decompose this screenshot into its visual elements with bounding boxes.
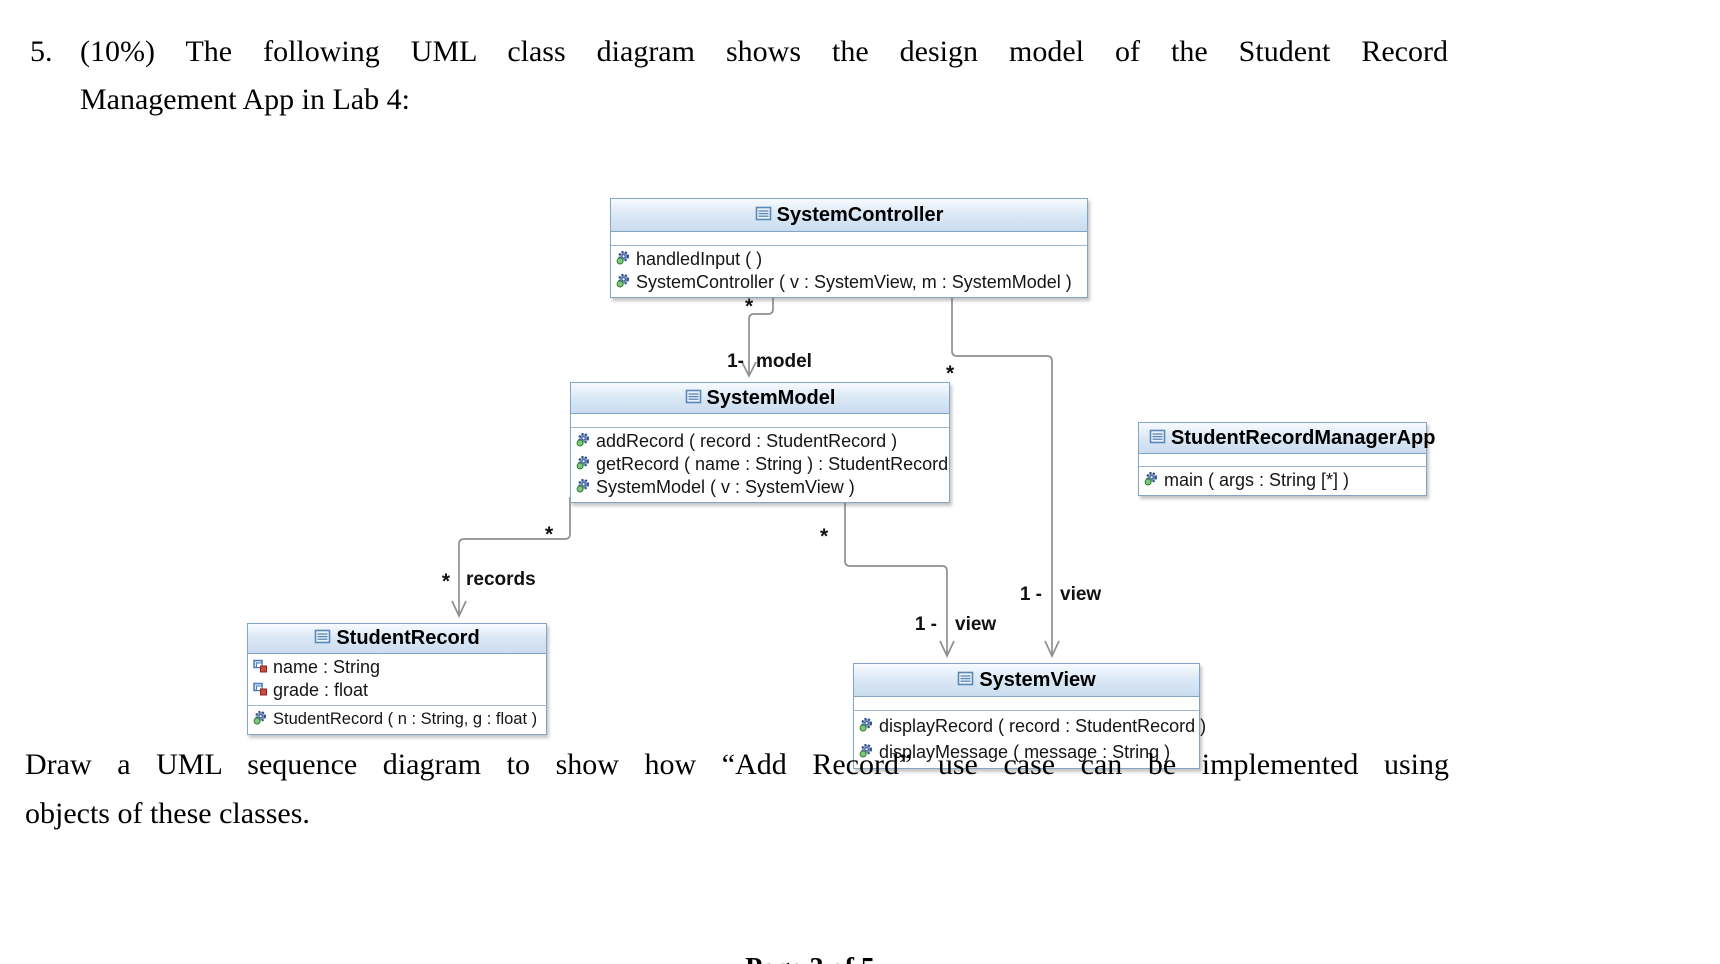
operation-label: displayMessage ( message : String ) [879,741,1171,762]
arrowhead-record [451,600,467,619]
class-icon [685,387,702,410]
attributes-compartment-empty [1139,454,1426,467]
arrowhead-view-right [1044,640,1060,659]
class-header: SystemController [611,199,1087,232]
class-box-systemcontroller: SystemController handledInput ( ) System… [610,198,1088,298]
label-records-text: records [466,569,536,590]
attributes-compartment-empty [854,697,1199,711]
operation-label: addRecord ( record : StudentRecord ) [596,431,898,451]
class-header: StudentRecordManagerApp [1139,423,1435,454]
attribute-row: name : String [248,656,546,679]
page-footer: Page 3 of 5 [690,953,930,964]
gear-icon [616,249,631,270]
label-1-model-left: 1- [727,351,744,372]
class-title: StudentRecord [336,627,480,649]
operation-label: main ( args : String [*] ) [1164,470,1350,490]
operation-label: StudentRecord ( n : String, g : float ) [273,710,538,728]
attributes-compartment-empty [611,232,1087,246]
gear-icon [859,716,874,737]
class-icon [957,669,974,692]
task-line-2: objects of these classes. [25,797,310,830]
operations-compartment: handledInput ( ) SystemController ( v : … [611,246,1087,297]
class-header: SystemModel [571,383,949,414]
operation-label: displayRecord ( record : StudentRecord ) [879,715,1207,736]
gear-icon [253,710,268,730]
class-box-systemview: SystemView displayRecord ( record : Stud… [853,663,1206,769]
operations-compartment: StudentRecord ( n : String, g : float ) [248,706,546,734]
operation-row: addRecord ( record : StudentRecord ) [571,430,949,453]
label-1-view-right-right: view [1060,584,1102,605]
task-line-1: Draw a UML sequence diagram to show how … [25,748,1449,781]
question-number: 5. [30,35,53,68]
operation-row: main ( args : String [*] ) [1139,469,1426,492]
attribute-label: name : String [273,657,381,677]
label-1-view-left-left: 1 - [914,614,937,635]
gear-icon [616,272,631,293]
label-1-view-left-right: view [955,614,997,635]
class-title: SystemView [979,668,1096,691]
gear-icon [576,454,591,475]
class-title: SystemModel [706,386,836,409]
task-text: Draw a UML sequence diagram to show how … [25,740,1449,838]
association-model-record [458,497,571,615]
class-icon [755,204,772,227]
operation-row: SystemModel ( v : SystemView ) [571,476,949,499]
field-icon [253,680,268,701]
question-line-2: Management App in Lab 4: [80,83,410,116]
class-header: StudentRecord [248,624,546,654]
operation-label: getRecord ( name : String ) : StudentRec… [596,454,949,474]
field-icon [253,657,268,678]
gear-icon [576,477,591,498]
class-title: SystemController [776,203,944,226]
attribute-row: grade : float [248,679,546,702]
question-line-1: (10%) The following UML class diagram sh… [80,35,1448,68]
attributes-compartment-empty [571,414,949,428]
class-box-studentrecordmanagerapp: StudentRecordManagerApp main ( args : St… [1138,422,1435,496]
class-icon [314,627,331,650]
question-text: (10%) The following UML class diagram sh… [80,28,1448,124]
operation-row: SystemController ( v : SystemView, m : S… [611,271,1087,294]
multiplicity-star-model-view: * [820,525,829,548]
attribute-label: grade : float [273,680,369,700]
operation-row: handledInput ( ) [611,248,1087,271]
multiplicity-star-model-record: * [545,523,554,546]
label-1-view-right-left: 1 - [1019,584,1042,605]
operation-label: SystemController ( v : SystemView, m : S… [636,272,1072,292]
arrowhead-model [741,361,757,378]
operation-row: getRecord ( name : String ) : StudentRec… [571,453,949,476]
arrowhead-view-left [939,640,955,659]
class-title: StudentRecordManagerApp [1171,426,1436,449]
operation-row: displayRecord ( record : StudentRecord ) [854,713,1206,739]
operation-label: handledInput ( ) [636,249,763,269]
gear-icon [576,431,591,452]
operations-compartment: displayRecord ( record : StudentRecord )… [854,711,1206,768]
class-header: SystemView [854,664,1199,697]
label-records-star: * [441,570,450,593]
label-1-model-right: model [756,351,812,372]
class-box-studentrecord: StudentRecord name : String grade : floa… [247,623,547,735]
operations-compartment: main ( args : String [*] ) [1139,467,1426,495]
operation-row: displayMessage ( message : String ) [854,739,1199,765]
class-icon [1149,427,1166,450]
class-box-systemmodel: SystemModel addRecord ( record : Student… [570,382,950,503]
operations-compartment: addRecord ( record : StudentRecord ) get… [571,428,949,502]
gear-icon [1144,470,1159,491]
operation-label: SystemModel ( v : SystemView ) [596,477,855,497]
multiplicity-star-controller-view: * [946,362,955,385]
attributes-compartment: name : String grade : float [248,654,546,706]
operation-row: StudentRecord ( n : String, g : float ) [248,708,546,731]
multiplicity-star-controller-model: * [745,295,754,318]
gear-icon [859,742,874,763]
